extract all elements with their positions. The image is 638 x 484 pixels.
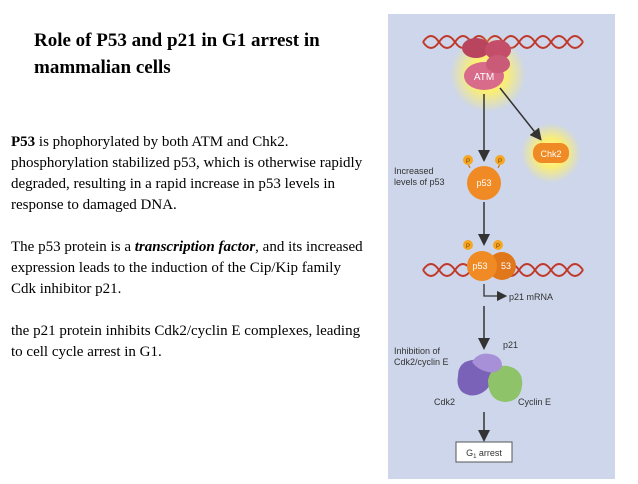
p53-protein: p53: [467, 166, 501, 200]
increased-label-line1: Increased: [394, 166, 434, 176]
phospho-mark: P: [466, 159, 470, 165]
phospho-mark: P: [496, 244, 500, 250]
phospho-group-left-1: P: [463, 155, 473, 169]
atm-label: ATM: [474, 72, 494, 83]
phospho-group-right-1: P: [495, 155, 505, 169]
chk2-label: Chk2: [540, 149, 561, 159]
p53-bound-dimer: p53 53: [467, 251, 516, 281]
paragraph-2-start: The p53 protein is a: [11, 239, 135, 255]
g1-arrest-subscript: 1: [473, 454, 477, 460]
phospho-group-left-2: P: [463, 240, 473, 250]
cyclin-e-label: Cyclin E: [518, 397, 551, 407]
paragraph-p53-phosphorylation: P53 is phophorylated by both ATM and Chk…: [11, 132, 363, 216]
transcription-factor-emphasis: transcription factor: [134, 239, 256, 255]
increased-label-line2: levels of p53: [394, 177, 445, 187]
paragraph-p21-inhibits: the p21 protein inhibits Cdk2/cyclin E c…: [11, 323, 361, 360]
inhibition-label-line2: Cdk2/cyclin E: [394, 357, 449, 367]
phospho-mark: P: [498, 159, 502, 165]
p53-label: p53: [476, 178, 491, 188]
arrow-atm-to-chk2: [499, 87, 542, 141]
transcription-arrow: [483, 284, 508, 302]
body-text: P53 is phophorylated by both ATM and Chk…: [11, 132, 363, 363]
g1-arrest-box: G1 arrest: [455, 441, 513, 463]
cdk2-label: Cdk2: [434, 397, 455, 407]
atm-kinase: ATM: [462, 38, 511, 90]
p53-bold-term: P53: [11, 134, 36, 150]
cyclin-e-shape: [488, 365, 523, 402]
phospho-group-right-2: P: [493, 240, 503, 250]
g1-arrest-g: G: [466, 448, 473, 458]
slide-title: Role of P53 and p21 in G1 arrest in mamm…: [34, 30, 320, 78]
g1-arrest-rest: arrest: [476, 448, 502, 458]
paragraph-transcription-factor: The p53 protein is a transcription facto…: [11, 237, 363, 300]
chk2-kinase: Chk2: [533, 143, 569, 163]
p21-label: p21: [503, 340, 518, 350]
p21-mrna-label: p21 mRNA: [509, 292, 553, 302]
paragraph-1-text: is phophorylated by both ATM and Chk2. p…: [11, 134, 363, 213]
cdk2-cyclin-e-complex: [457, 353, 523, 402]
phospho-mark: P: [466, 244, 470, 250]
g1-arrest-label: G1 arrest: [466, 448, 502, 460]
inhibition-label-line1: Inhibition of: [394, 346, 441, 356]
p53-bound-label: p53: [472, 261, 487, 271]
p21-shape: [472, 353, 502, 373]
p53-bound-partial-label: 53: [501, 261, 511, 271]
pathway-figure: ATM Chk2 Increased levels of p53 p53 P P…: [388, 14, 615, 479]
paragraph-2-end: , and its increased expression leads to …: [11, 239, 363, 297]
